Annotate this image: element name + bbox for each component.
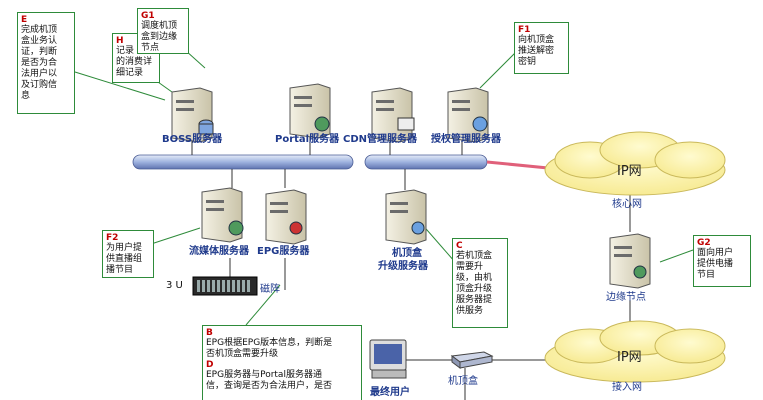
rack-size-label: 3 U <box>166 280 183 291</box>
callout-line-g2 <box>659 249 694 263</box>
callout-line-e <box>74 71 166 101</box>
portal-server-icon <box>289 83 331 139</box>
note-b-text: EPG根据EPG版本信息，判断是 否机顶盒需要升级 <box>206 338 333 359</box>
note-e-tag: E <box>21 15 28 25</box>
portal-server-label: Portal服务器 <box>275 134 340 145</box>
backbone-bus-right <box>364 154 488 170</box>
end-user-label: 最终用户 <box>370 387 410 398</box>
end-user-monitor-icon <box>369 339 407 379</box>
note-c: C 若机顶盒 需要升 级，由机 顶盒升级 服务器提 供服务 <box>452 238 508 328</box>
disk-array-icon <box>192 276 258 296</box>
access-network-title: IP网 <box>617 350 642 365</box>
note-g1: G1 调度机顶 盒到边缘 节点 <box>137 8 189 54</box>
note-h-tag: H <box>116 36 124 46</box>
set-top-box-label: 机顶盒 <box>448 376 478 387</box>
note-b-tag: B <box>206 328 213 338</box>
note-f2-tag: F2 <box>106 233 119 243</box>
note-e-text: 完成机顶 盒业务认 证，判断 是否为合 法用户以 及订购信 息 <box>21 25 58 101</box>
upgrade-server-label-1: 机顶盒 <box>392 248 422 259</box>
note-g1-tag: G1 <box>141 11 155 21</box>
access-network-caption: 接入网 <box>612 382 642 393</box>
edge-server-icon <box>609 233 651 289</box>
note-f1-text: 向机顶盒 推送解密 密钥 <box>518 35 555 67</box>
stream-server-icon <box>201 187 244 243</box>
note-d-tag: D <box>206 360 214 370</box>
upgrade-server-label-2: 升级服务器 <box>378 261 428 272</box>
core-network-title: IP网 <box>617 164 642 179</box>
note-f2-text: 为用户提 供直播组 播节目 <box>106 243 143 275</box>
stream-server-label: 流媒体服务器 <box>189 246 249 257</box>
note-bd: B EPG根据EPG版本信息，判断是 否机顶盒需要升级 D EPG服务器与Por… <box>202 325 362 400</box>
note-f1-tag: F1 <box>518 25 531 35</box>
note-g2-tag: G2 <box>697 238 711 248</box>
core-cloud <box>544 131 726 196</box>
boss-server-label: BOSS服务器 <box>162 134 223 145</box>
edge-node-label: 边缘节点 <box>606 292 646 303</box>
epg-server-label: EPG服务器 <box>257 246 310 257</box>
note-d-text: EPG服务器与Portal服务器通 信，查询是否为合法用户，是否 <box>206 370 333 391</box>
note-h-text: 记录 的消费详 细记录 <box>116 46 153 78</box>
backbone-bus-left <box>132 154 354 170</box>
note-c-tag: C <box>456 241 463 251</box>
cdn-server-icon <box>371 87 415 143</box>
note-g1-text: 调度机顶 盒到边缘 节点 <box>141 21 178 53</box>
link-bus-core <box>486 160 549 170</box>
note-g2: G2 面向用户 提供电播 节目 <box>693 235 751 287</box>
note-g2-text: 面向用户 提供电播 节目 <box>697 248 734 280</box>
set-top-box-icon <box>450 351 494 369</box>
note-e: E 完成机顶 盒业务认 证，判断 是否为合 法用户以 及订购信 息 <box>17 12 75 114</box>
epg-server-icon <box>265 189 307 245</box>
access-cloud <box>544 320 726 383</box>
core-network-caption: 核心网 <box>612 199 642 210</box>
note-f1: F1 向机顶盒 推送解密 密钥 <box>514 22 569 74</box>
cdn-server-label: CDN管理服务器 <box>343 134 418 145</box>
boss-server-icon <box>171 87 214 143</box>
auth-server-label: 授权管理服务器 <box>431 134 501 145</box>
note-c-text: 若机顶盒 需要升 级，由机 顶盒升级 服务器提 供服务 <box>456 251 493 316</box>
note-f2: F2 为用户提 供直播组 播节目 <box>102 230 154 278</box>
upgrade-server-icon <box>385 189 427 245</box>
callout-line-bd <box>245 284 281 326</box>
callout-line-f2 <box>147 227 201 246</box>
auth-server-icon <box>447 87 489 143</box>
disk-array-label: 磁阵 <box>260 284 280 295</box>
callout-line-f1 <box>479 49 519 89</box>
